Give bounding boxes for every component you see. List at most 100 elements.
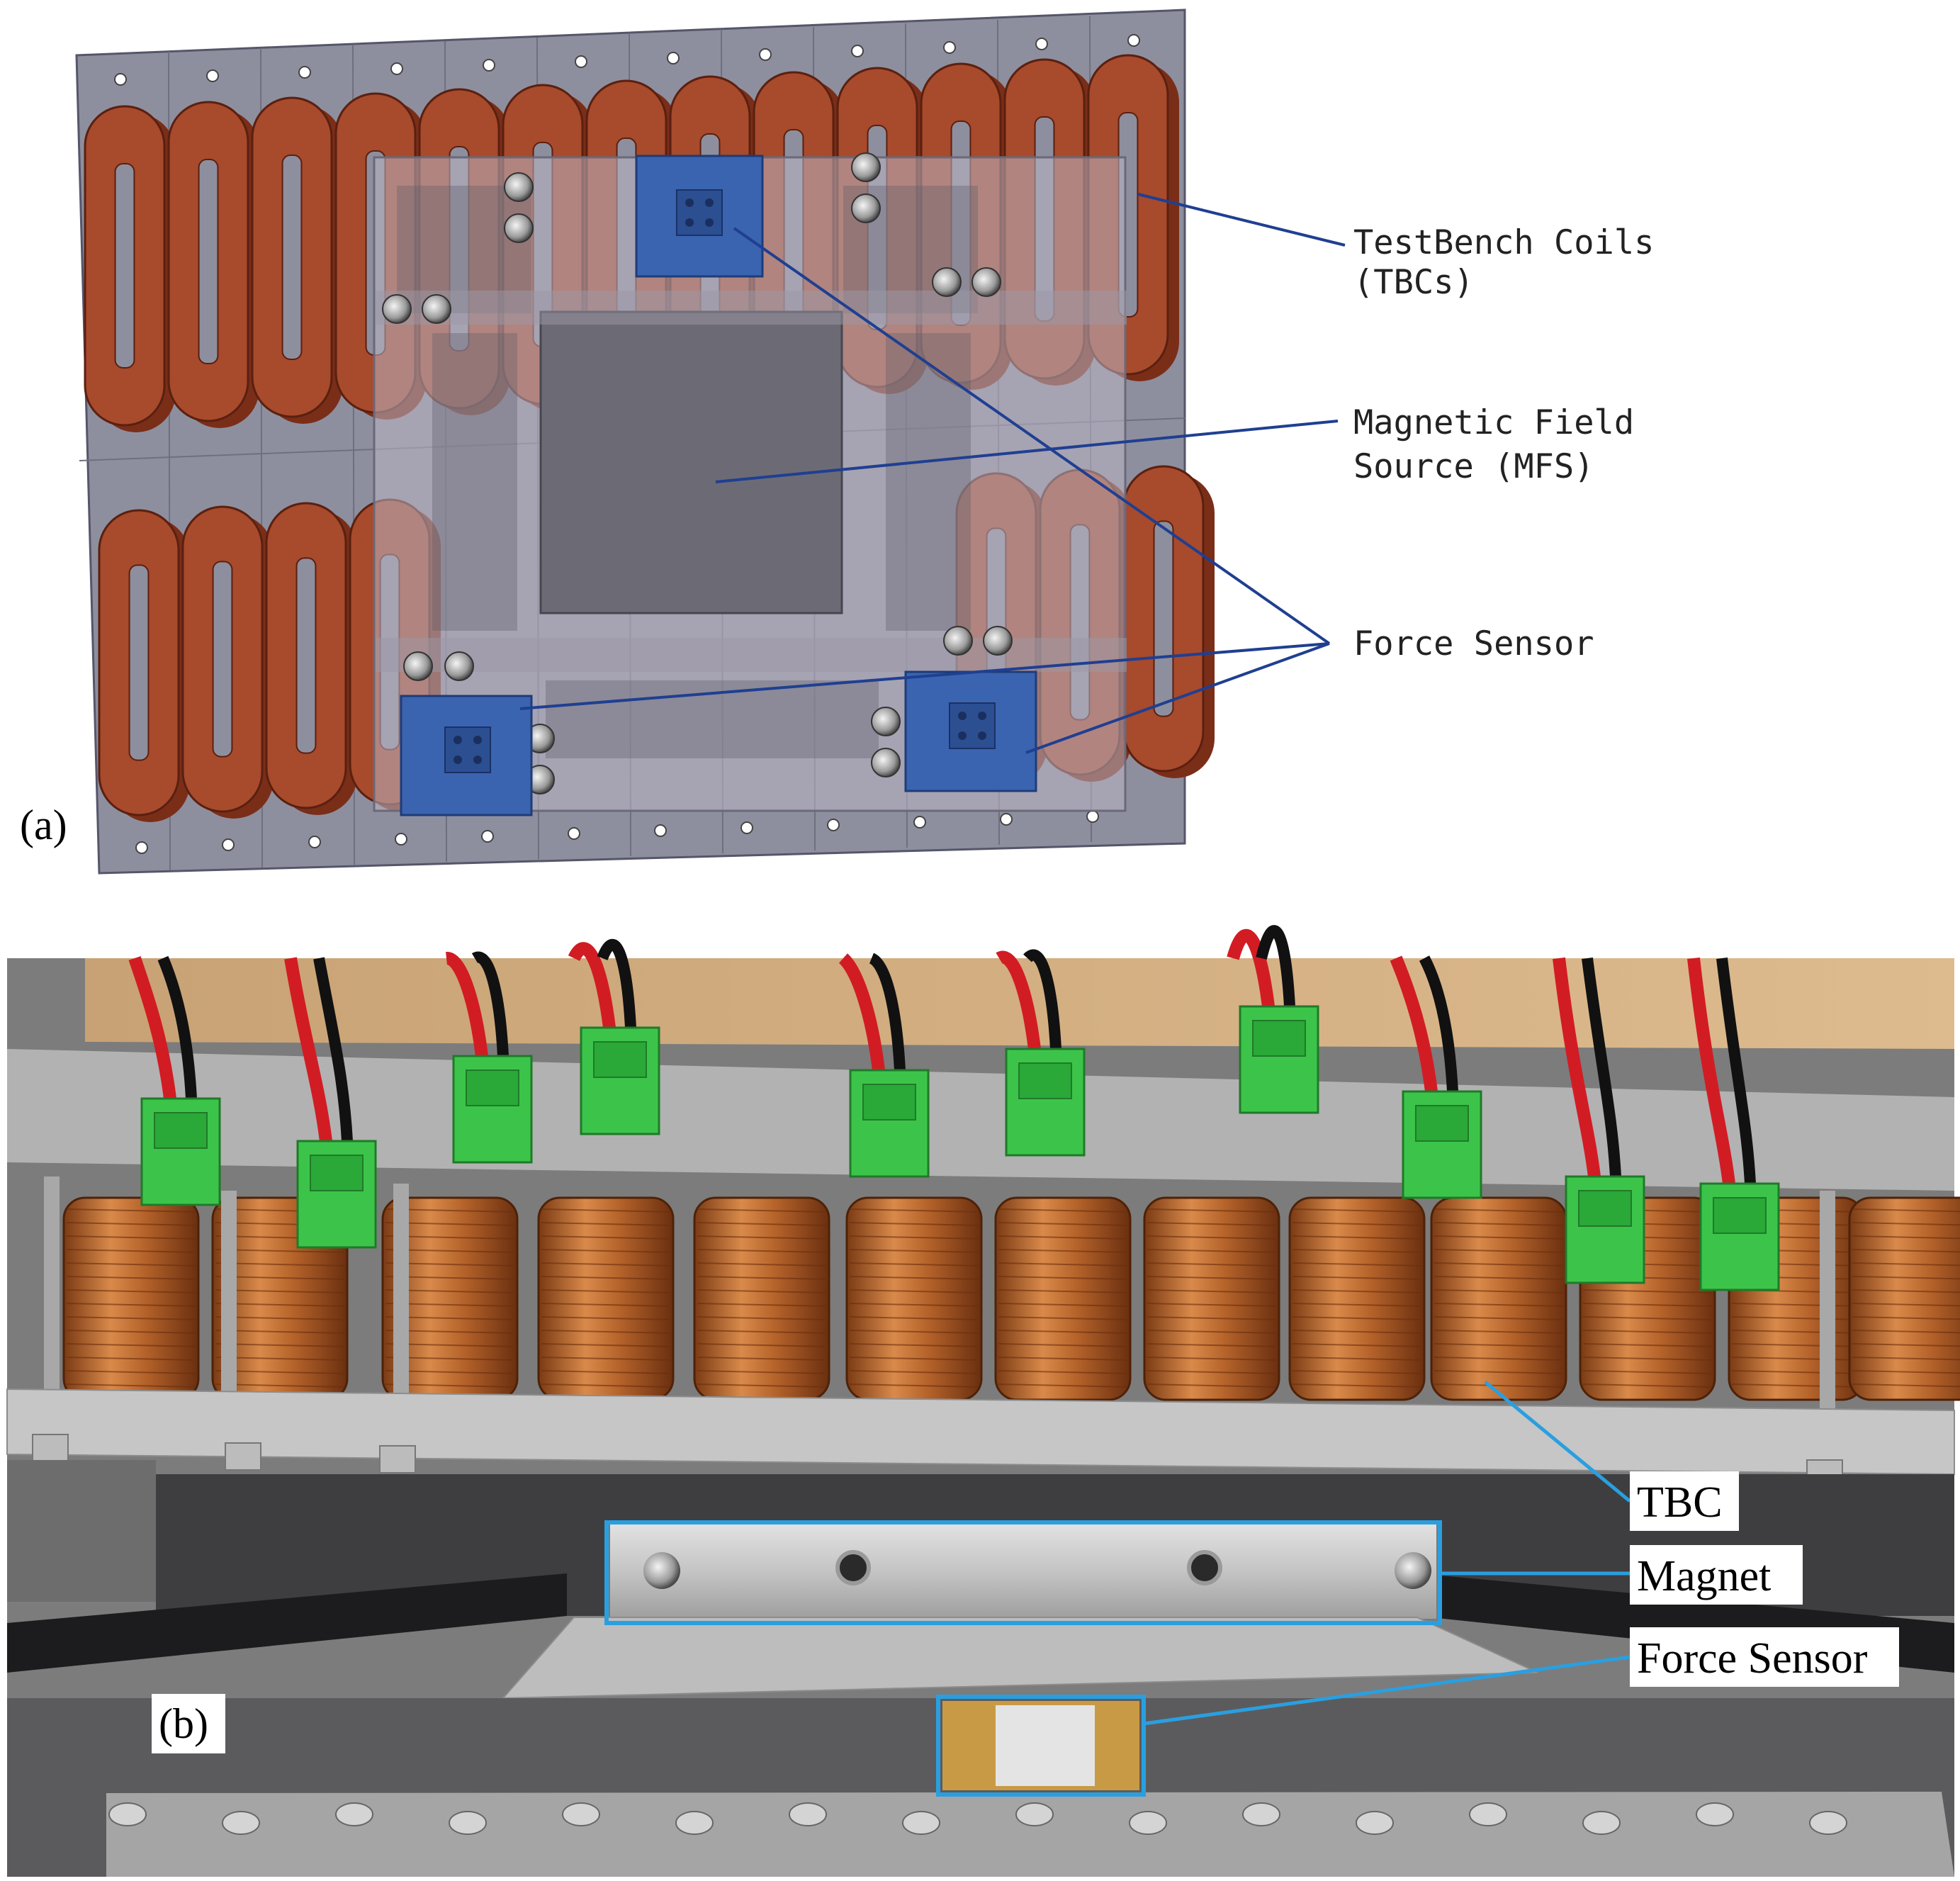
copper-winding	[1434, 1357, 1564, 1361]
connector-terminal	[310, 1155, 364, 1191]
copper-winding	[998, 1316, 1128, 1320]
copper-winding	[1292, 1289, 1422, 1293]
base-bolt	[1696, 1802, 1734, 1826]
callout-mfs-line1: Magnetic Field	[1353, 403, 1634, 442]
copper-winding	[66, 1357, 196, 1361]
copper-winding	[1731, 1316, 1862, 1320]
terminal-connector	[568, 938, 660, 1135]
copper-coil	[62, 1196, 200, 1401]
force-sensor-bottom-left	[400, 695, 533, 816]
copper-winding	[849, 1276, 979, 1280]
copper-winding	[1147, 1383, 1277, 1388]
copper-coil-body	[845, 1196, 983, 1401]
copper-winding	[697, 1276, 827, 1280]
leader-photo-tbc	[1484, 1381, 1631, 1503]
frame-screw	[851, 193, 881, 223]
panel-label-b-box: (b)	[152, 1694, 225, 1753]
copper-winding	[998, 1370, 1128, 1374]
copper-winding	[697, 1370, 827, 1374]
red-wire	[1687, 957, 1735, 1185]
sensor-mounting-plate	[501, 1617, 1538, 1700]
force-sensor-bottom-right	[904, 670, 1037, 792]
base-bolt	[1015, 1802, 1054, 1826]
plate-hole	[827, 819, 840, 831]
copper-winding	[1292, 1303, 1422, 1307]
black-wire	[1023, 949, 1061, 1050]
black-wire	[471, 951, 509, 1057]
copper-winding	[697, 1316, 827, 1320]
frame-screw	[983, 626, 1013, 656]
callout-mfs-line2: Source (MFS)	[1353, 447, 1594, 486]
black-wire	[597, 938, 636, 1028]
copper-winding	[1292, 1343, 1422, 1347]
copper-winding	[541, 1330, 671, 1334]
copper-coil-body	[62, 1196, 200, 1401]
red-wire	[568, 942, 616, 1029]
copper-winding	[1147, 1262, 1277, 1267]
plate-hole	[1035, 38, 1048, 50]
copper-winding	[1292, 1249, 1422, 1253]
plate-hole	[483, 59, 495, 72]
copper-winding	[849, 1357, 979, 1361]
frame-screw	[504, 213, 534, 243]
copper-winding	[541, 1262, 671, 1267]
copper-winding	[215, 1343, 345, 1347]
red-wire	[284, 957, 332, 1142]
plate-hole	[1127, 34, 1140, 47]
base-bolt	[1129, 1811, 1167, 1835]
plate-hole	[298, 66, 311, 79]
copper-winding	[1582, 1343, 1713, 1347]
copper-winding	[697, 1303, 827, 1307]
copper-winding	[1147, 1276, 1277, 1280]
copper-winding	[849, 1208, 979, 1213]
plate-hole	[654, 824, 667, 837]
frame-screw	[403, 651, 433, 681]
plate-hole	[575, 55, 587, 68]
testbench-coil	[265, 502, 357, 815]
frame-screw	[871, 707, 901, 736]
plate-hole	[667, 52, 680, 64]
copper-winding	[66, 1222, 196, 1226]
copper-winding	[1434, 1249, 1564, 1253]
copper-winding	[1582, 1370, 1713, 1374]
terminal-connector	[838, 953, 930, 1178]
copper-coil-body	[1143, 1196, 1280, 1401]
coil-slot	[114, 163, 135, 369]
copper-winding	[66, 1262, 196, 1267]
copper-winding	[998, 1249, 1128, 1253]
plate-hole	[913, 816, 926, 829]
copper-winding	[1731, 1330, 1862, 1334]
copper-winding	[541, 1249, 671, 1253]
base-bolts	[108, 1802, 1847, 1835]
copper-winding	[998, 1343, 1128, 1347]
terminal-connector	[128, 955, 221, 1206]
frame-screw	[971, 267, 1001, 297]
copper-winding	[1292, 1330, 1422, 1334]
base-bolt	[108, 1802, 147, 1826]
copper-winding	[215, 1330, 345, 1334]
copper-winding	[1434, 1276, 1564, 1280]
copper-winding	[66, 1383, 196, 1388]
copper-winding	[541, 1208, 671, 1213]
copper-winding	[1147, 1330, 1277, 1334]
callout-force-sensor-a: Force Sensor	[1353, 624, 1594, 663]
copper-coil-body	[1430, 1196, 1567, 1401]
copper-winding	[849, 1303, 979, 1307]
base-bolt	[1582, 1811, 1621, 1835]
cad-leader-lines	[519, 193, 1346, 754]
panel-label-a: (a)	[20, 802, 67, 848]
copper-winding	[1292, 1235, 1422, 1240]
copper-winding	[1147, 1249, 1277, 1253]
copper-winding	[998, 1383, 1128, 1388]
copper-winding	[697, 1343, 827, 1347]
leader-photo-force	[1143, 1655, 1630, 1726]
copper-coil	[845, 1196, 983, 1401]
copper-coil-body	[537, 1196, 675, 1401]
copper-coil	[1430, 1196, 1567, 1401]
leader-tbc	[1137, 193, 1346, 247]
copper-winding	[215, 1370, 345, 1374]
base-bolt	[1469, 1802, 1507, 1826]
copper-winding	[1434, 1208, 1564, 1213]
copper-winding	[215, 1357, 345, 1361]
red-wire	[1553, 957, 1601, 1178]
